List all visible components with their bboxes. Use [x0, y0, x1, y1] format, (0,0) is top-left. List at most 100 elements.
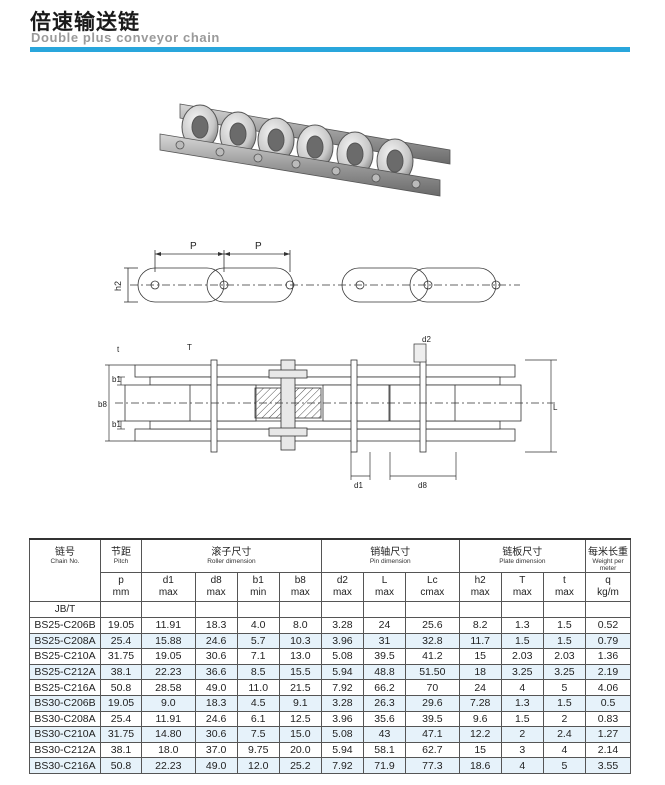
table-cell: 58.1: [362, 741, 407, 759]
table-cell: 1.3: [500, 694, 544, 712]
table-cell: 25.4: [100, 710, 142, 728]
table-cell: 37.0: [194, 741, 238, 759]
table-cell: 8.2: [458, 617, 502, 634]
b1-label-bottom: b1: [112, 420, 121, 429]
table-cell: 1.3: [500, 617, 544, 634]
chain-no-cell: BS25-C210A: [29, 648, 101, 665]
d2-label: d2: [422, 335, 431, 344]
table-cell: 48.8: [362, 663, 407, 681]
table-cell: 3.28: [320, 617, 364, 634]
table-cell: 21.5: [278, 679, 322, 696]
table-cell: 36.6: [194, 663, 238, 681]
table-cell: 11.91: [141, 617, 196, 634]
table-cell: 38.1: [100, 663, 142, 681]
table-cell: 2.4: [542, 726, 587, 743]
table-cell: 3.55: [585, 757, 631, 774]
table-cell: 50.8: [100, 757, 142, 774]
d1-label: d1: [354, 481, 363, 490]
table-cell: 19.05: [100, 694, 142, 712]
table-cell: 2.14: [585, 741, 631, 759]
table-cell: 5: [542, 757, 587, 774]
table-cell: 31.75: [100, 726, 142, 743]
table-cell: 24.6: [194, 710, 238, 728]
table-cell: 47.1: [405, 726, 460, 743]
table-cell: 11.7: [458, 632, 502, 650]
chain-no-cell: BS25-C208A: [29, 632, 101, 650]
table-cell: 4.5: [236, 694, 280, 712]
table-cell: 7.5: [236, 726, 280, 743]
table-cell: 1.5: [542, 632, 587, 650]
table-cell: 4.06: [585, 679, 631, 696]
table-cell: 3: [500, 741, 544, 759]
table-cell: 25.4: [100, 632, 142, 650]
table-cell: 2.19: [585, 663, 631, 681]
table-cell: 25.6: [405, 617, 460, 634]
table-cell: 20.0: [278, 741, 322, 759]
table-cell: 51.50: [405, 663, 460, 681]
table-cell: 5.94: [320, 663, 364, 681]
d8-label: d8: [418, 481, 427, 490]
T-label: T: [187, 343, 192, 352]
table-cell: 4.0: [236, 617, 280, 634]
table-cell: 5.7: [236, 632, 280, 650]
table-cell: 29.6: [405, 694, 460, 712]
table-cell: 15: [458, 648, 502, 665]
table-cell: 2: [500, 726, 544, 743]
chain-no-cell: BS25-C216A: [29, 679, 101, 696]
table-cell: 30.6: [194, 726, 238, 743]
table-cell: 43: [362, 726, 407, 743]
table-cell: 4: [500, 757, 544, 774]
table-cell: 49.0: [194, 757, 238, 774]
table-cell: 13.0: [278, 648, 322, 665]
table-cell: 18.3: [194, 617, 238, 634]
table-cell: 26.3: [362, 694, 407, 712]
table-cell: 49.0: [194, 679, 238, 696]
table-cell: 14.80: [141, 726, 196, 743]
table-cell: 15.88: [141, 632, 196, 650]
table-cell: 24: [458, 679, 502, 696]
col-weight-header: 每米长重 Weight per meter: [585, 538, 631, 573]
chain-no-cell: BS30-C208A: [29, 710, 101, 728]
title-underline: [30, 47, 630, 52]
table-cell: 9.75: [236, 741, 280, 759]
table-cell: 2.03: [542, 648, 587, 665]
col-plate-header: 链板尺寸 Plate dimension: [458, 538, 587, 573]
table-cell: 38.1: [100, 741, 142, 759]
table-cell: 25.2: [278, 757, 322, 774]
table-cell: 19.05: [141, 648, 196, 665]
L-label: L: [553, 403, 558, 412]
chain-no-cell: BS25-C212A: [29, 663, 101, 681]
col-pin-header: 销轴尺寸 Pin dimension: [320, 538, 460, 573]
chain-no-cell: BS30-C210A: [29, 726, 101, 743]
chain-spec-table: 链号 Chain No. 节距 Pitch 滚子尺寸 Roller dimens…: [29, 538, 631, 774]
table-cell: 7.1: [236, 648, 280, 665]
table-cell: 11.91: [141, 710, 196, 728]
table-cell: 0.52: [585, 617, 631, 634]
table-cell: 0.83: [585, 710, 631, 728]
table-cell: 39.5: [405, 710, 460, 728]
b8-label: b8: [98, 400, 107, 409]
table-cell: 4: [500, 679, 544, 696]
table-cell: 12.0: [236, 757, 280, 774]
table-cell: 31.75: [100, 648, 142, 665]
table-cell: 24.6: [194, 632, 238, 650]
chain-top-view-drawing: P P h2: [113, 241, 520, 303]
chain-section-view-drawing: t T b1 b1 b8 d2 L d1 d8: [98, 335, 558, 490]
table-cell: 77.3: [405, 757, 460, 774]
table-cell: 9.0: [141, 694, 196, 712]
